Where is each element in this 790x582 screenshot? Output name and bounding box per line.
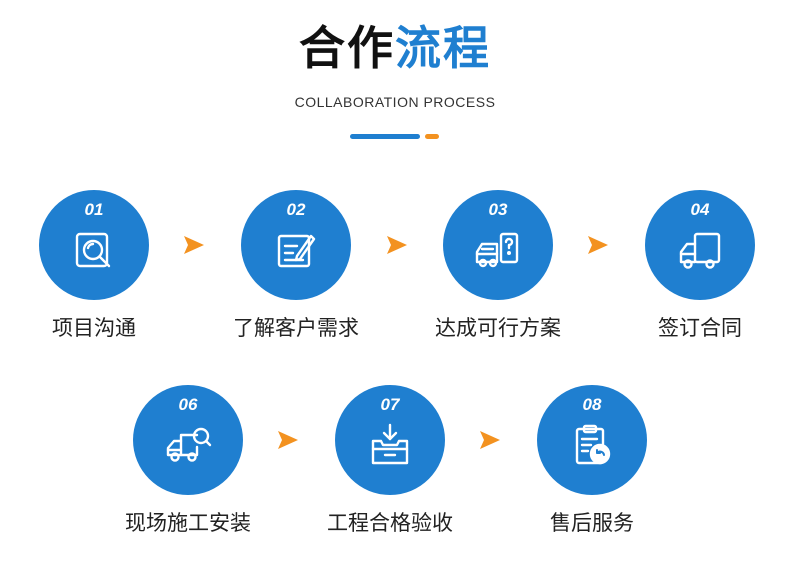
step-item: 01 项目沟通 bbox=[4, 190, 184, 350]
step-label: 达成可行方案 bbox=[435, 316, 561, 340]
page-subtitle: COLLABORATION PROCESS bbox=[294, 94, 496, 110]
step-item: 06 现场施工安装 bbox=[98, 385, 278, 545]
step-circle: 03 bbox=[443, 190, 553, 300]
arrow-right-icon bbox=[588, 236, 608, 254]
step-circle: 08 bbox=[537, 385, 647, 495]
step-label: 签订合同 bbox=[658, 316, 742, 340]
step-number: 06 bbox=[178, 395, 198, 414]
edit-note-icon bbox=[271, 226, 321, 276]
arrow-right-icon bbox=[278, 431, 298, 449]
arrow-right-icon bbox=[480, 431, 500, 449]
search-document-icon bbox=[69, 226, 119, 276]
truck-search-icon bbox=[163, 421, 213, 471]
step-number: 01 bbox=[84, 200, 104, 219]
step-item: 08 售后服务 bbox=[502, 385, 682, 545]
title-part-blue: 流程 bbox=[395, 21, 491, 75]
page-title: 合作流程 bbox=[0, 18, 790, 78]
step-item: 07 工程合格验收 bbox=[300, 385, 480, 545]
clipboard-return-icon bbox=[567, 421, 617, 471]
step-item: 02 了解客户需求 bbox=[206, 190, 386, 350]
step-number: 04 bbox=[690, 200, 710, 219]
divider-blue bbox=[350, 134, 420, 139]
step-label: 售后服务 bbox=[550, 511, 634, 535]
step-label: 工程合格验收 bbox=[327, 511, 453, 535]
step-circle: 01 bbox=[39, 190, 149, 300]
step-circle: 06 bbox=[133, 385, 243, 495]
step-label: 现场施工安装 bbox=[125, 511, 251, 535]
step-circle: 02 bbox=[241, 190, 351, 300]
step-number: 03 bbox=[488, 200, 508, 219]
vehicle-question-icon bbox=[473, 226, 523, 276]
step-circle: 04 bbox=[645, 190, 755, 300]
step-number: 07 bbox=[380, 395, 400, 414]
inbox-download-icon bbox=[365, 421, 415, 471]
title-part-black: 合作 bbox=[299, 21, 395, 75]
arrow-right-icon bbox=[184, 236, 204, 254]
step-circle: 07 bbox=[335, 385, 445, 495]
step-item: 03 达成可行方案 bbox=[408, 190, 588, 350]
step-label: 项目沟通 bbox=[52, 316, 136, 340]
step-number: 08 bbox=[582, 395, 602, 414]
arrow-right-icon bbox=[387, 236, 407, 254]
step-item: 04 签订合同 bbox=[610, 190, 790, 350]
step-label: 了解客户需求 bbox=[233, 316, 359, 340]
step-number: 02 bbox=[286, 200, 306, 219]
delivery-truck-icon bbox=[675, 226, 725, 276]
divider-orange bbox=[425, 134, 439, 139]
